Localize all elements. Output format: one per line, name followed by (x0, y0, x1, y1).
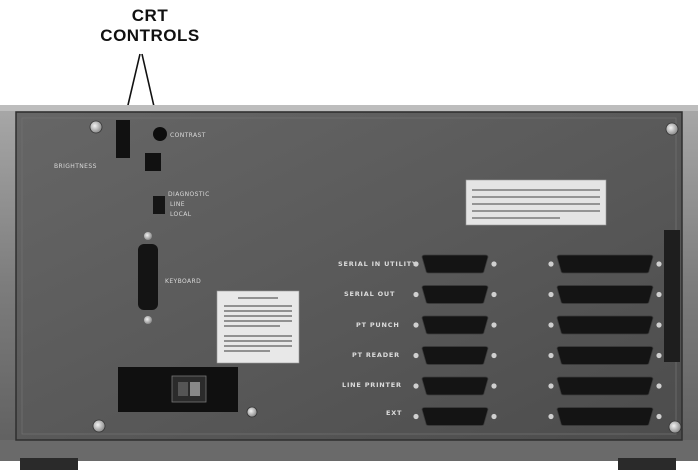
screw-icon (548, 413, 554, 420)
info-plate (465, 179, 607, 226)
connector-icon[interactable] (556, 346, 654, 365)
screw-icon (491, 291, 497, 298)
caution-plate-lines (224, 297, 292, 352)
screw-icon (413, 383, 419, 389)
brightness-control[interactable] (116, 120, 130, 158)
connector-icon[interactable] (421, 254, 489, 274)
label-pt-reader: PT READER (352, 351, 400, 359)
callout-line-2: CONTROLS (100, 26, 200, 45)
connector-icon[interactable] (556, 285, 654, 304)
screw-icon (548, 352, 554, 359)
connector-icon[interactable] (556, 254, 654, 274)
screw-icon (656, 322, 662, 328)
connector-icon[interactable] (421, 407, 489, 426)
connector-icon[interactable] (556, 315, 654, 335)
left-foot (20, 458, 78, 470)
screw-icon (656, 383, 662, 389)
screw-icon (491, 413, 497, 420)
label-brightness: BRIGHTNESS (54, 163, 97, 170)
screw-icon (413, 322, 419, 328)
label-line: LINE (170, 201, 185, 208)
screw-icon (548, 291, 554, 298)
screw-icon (491, 383, 497, 389)
screw-icon (413, 413, 419, 420)
knob-icon[interactable] (153, 127, 167, 141)
connector-grid (413, 254, 662, 426)
housing-top-edge (0, 105, 698, 111)
label-local: LOCAL (170, 211, 192, 218)
side-slot (664, 230, 680, 362)
connector-icon[interactable] (421, 285, 489, 304)
label-serial-out: SERIAL OUT (344, 290, 395, 298)
screw-icon (548, 322, 554, 328)
control-block[interactable] (145, 153, 161, 171)
screw-icon (413, 291, 419, 298)
diagnostic-switch[interactable] (153, 196, 165, 214)
screw-icon (656, 352, 662, 359)
connector-icon[interactable] (556, 407, 654, 426)
caution-plate (216, 290, 300, 364)
crt-controls-callout: CRT CONTROLS (95, 6, 205, 46)
screw-icon (548, 261, 554, 267)
screw-icon (144, 232, 152, 240)
label-ext: EXT (386, 409, 402, 417)
screw-icon (491, 322, 497, 328)
screw-icon (668, 420, 682, 434)
housing-bottom-lip (0, 440, 698, 461)
screw-icon (144, 316, 152, 324)
connector-icon[interactable] (421, 346, 489, 365)
screw-icon (656, 291, 662, 298)
screw-icon (656, 261, 662, 267)
screw-icon (246, 406, 258, 418)
info-plate-lines (472, 189, 600, 219)
screw-icon (92, 419, 106, 433)
screw-icon (665, 122, 679, 136)
connector-icon[interactable] (421, 376, 489, 396)
screw-icon (656, 413, 662, 420)
right-foot (618, 458, 676, 470)
keyboard-connector[interactable] (138, 244, 158, 310)
switch-rocker-right[interactable] (190, 382, 200, 396)
connector-icon[interactable] (421, 315, 489, 335)
connector-icon[interactable] (556, 376, 654, 396)
screw-icon (413, 261, 419, 267)
label-diagnostic: DIAGNOSTIC (168, 191, 210, 198)
power-switch[interactable] (171, 375, 207, 403)
label-serial-in-utility: SERIAL IN UTILITY (338, 260, 418, 268)
callout-line-1: CRT (131, 6, 169, 25)
screw-icon (491, 352, 497, 359)
screw-icon (413, 352, 419, 359)
screw-icon (491, 261, 497, 267)
label-keyboard: KEYBOARD (165, 278, 201, 285)
label-line-printer: LINE PRINTER (342, 381, 402, 389)
switch-rocker-left[interactable] (178, 382, 188, 396)
screw-icon (89, 120, 103, 134)
label-contrast: CONTRAST (170, 132, 206, 139)
screw-icon (548, 383, 554, 389)
corner-screws (89, 120, 682, 434)
label-pt-punch: PT PUNCH (356, 321, 400, 329)
